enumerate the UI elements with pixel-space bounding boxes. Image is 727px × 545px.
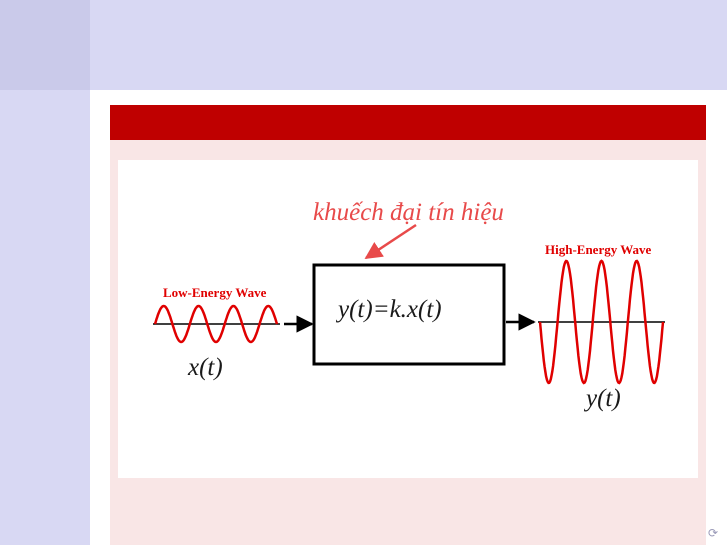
refresh-icon[interactable]: ⟳ [708, 526, 718, 540]
annotation-arrow [366, 225, 416, 258]
top-banner [0, 0, 727, 90]
amplifier-figure: khuếch đại tín hiệu Low-Energy Wave x(t)… [118, 160, 698, 478]
input-signal-label: x(t) [187, 354, 223, 381]
amplifier-diagram: khuếch đại tín hiệu Low-Energy Wave x(t)… [118, 160, 698, 478]
annotation-label: khuếch đại tín hiệu [313, 199, 504, 226]
system-equation: y(t)=k.x(t) [335, 296, 442, 323]
output-signal-label: y(t) [583, 385, 621, 412]
left-sidebar [0, 90, 90, 545]
block-header [110, 105, 706, 140]
output-wave-label: High-Energy Wave [545, 242, 652, 257]
input-wave-label: Low-Energy Wave [163, 285, 267, 300]
top-left-corner [0, 0, 90, 90]
